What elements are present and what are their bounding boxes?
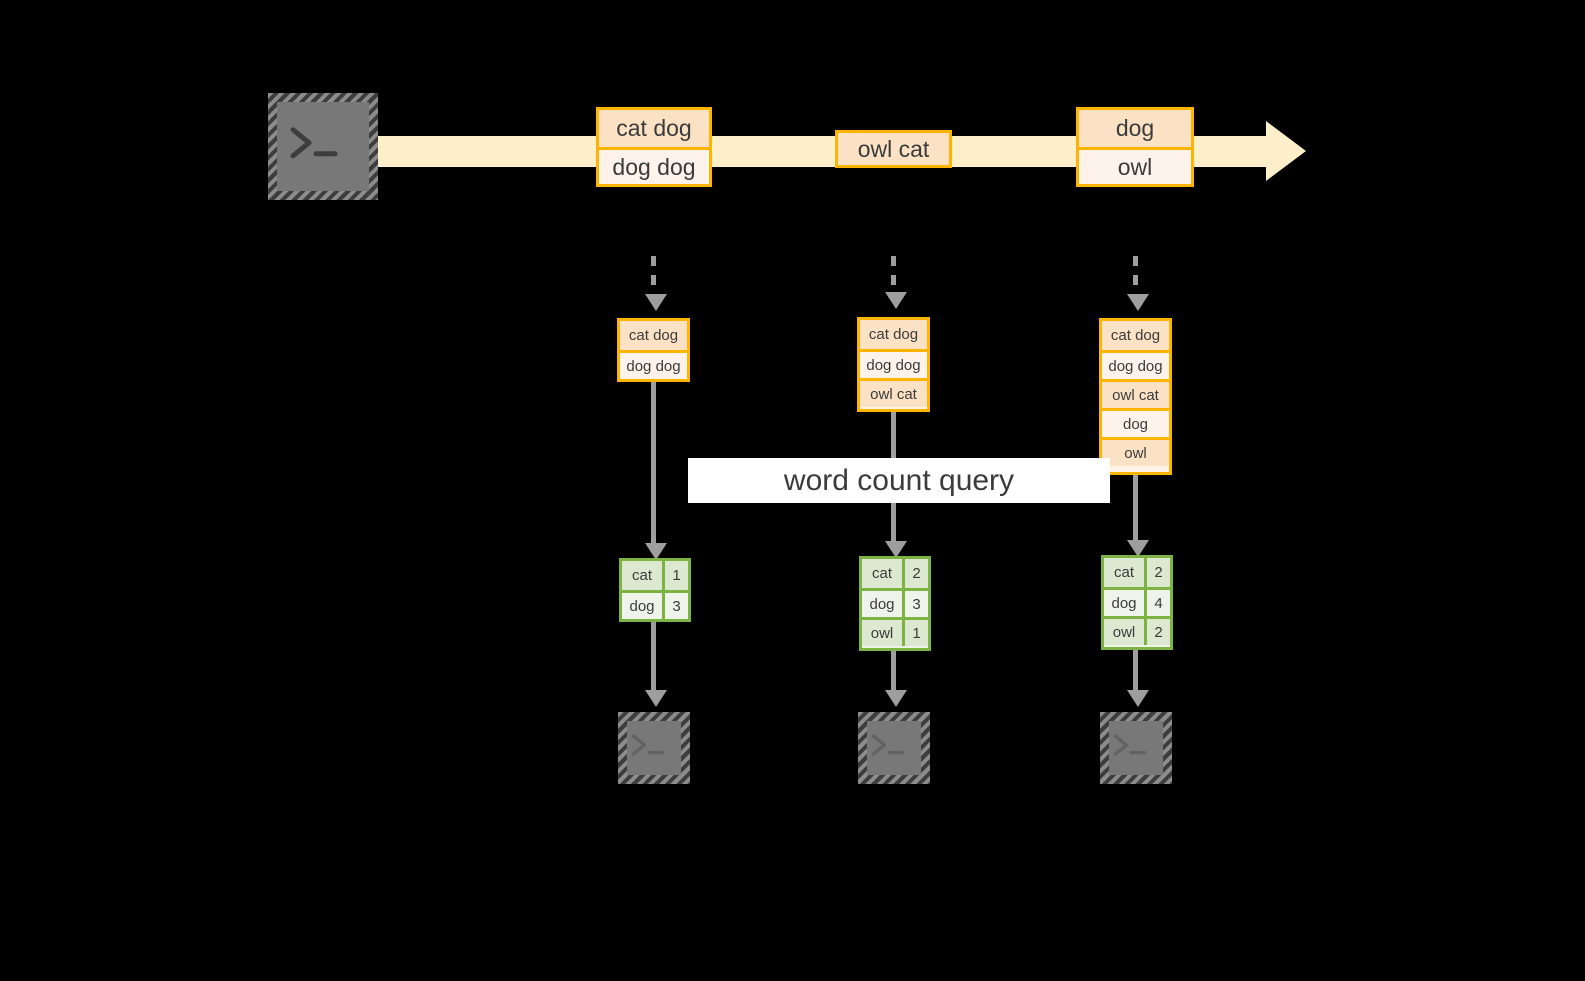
ingest-connector-2 [891,256,896,293]
result-word: owl [1104,619,1147,645]
result-count: 3 [905,591,928,617]
terminal-screen [1109,721,1163,775]
batch-input-line: owl cat [860,378,927,407]
stream-record-1[interactable]: cat dog dog dog [596,107,712,187]
result-word: dog [862,591,905,617]
query-connector-arrowhead-2 [885,541,907,558]
terminal-screen [627,721,681,775]
result-word: cat [1104,558,1147,587]
batch-input-line: dog dog [1102,350,1169,379]
batch-input-line: cat dog [1102,321,1169,350]
sink-connector-1 [651,622,656,694]
ingest-connector-1 [651,256,656,295]
batch-result-3[interactable]: cat 2 dog 4 owl 2 [1101,555,1173,650]
query-label: word count query [688,458,1110,503]
batch-input-line: dog [1102,408,1169,437]
terminal-screen [277,102,369,191]
query-connector-arrowhead-3 [1127,540,1149,557]
result-count: 2 [1147,558,1170,587]
stream-record-3[interactable]: dog owl [1076,107,1194,187]
result-row: cat 1 [622,561,688,590]
batch-input-line: owl [1102,437,1169,466]
batch-input-3[interactable]: cat dog dog dog owl cat dog owl [1099,318,1172,475]
query-connector-1 [651,382,656,549]
sink-connector-arrowhead-3 [1127,690,1149,707]
query-connector-arrowhead-1 [645,543,667,560]
result-count: 2 [1147,619,1170,645]
ingest-connector-arrowhead-3 [1127,294,1149,311]
sink-terminal-1[interactable] [618,712,690,784]
result-row: dog 3 [622,590,688,619]
record-line: cat dog [599,110,709,147]
sink-connector-2 [891,651,896,694]
result-count: 1 [905,620,928,646]
result-word: cat [622,561,665,590]
record-line: owl cat [838,133,949,165]
result-row: cat 2 [1104,558,1170,587]
stream-record-2[interactable]: owl cat [835,130,952,168]
record-line: dog [1079,110,1191,147]
prompt-glyph-icon [1113,734,1147,756]
batch-input-line: dog dog [620,350,687,379]
ingest-connector-arrowhead-1 [645,294,667,311]
result-word: owl [862,620,905,646]
batch-input-line: cat dog [620,321,687,350]
query-connector-3 [1133,475,1138,547]
ingest-connector-3 [1133,256,1138,295]
sink-terminal-3[interactable] [1100,712,1172,784]
result-word: cat [862,559,905,588]
result-row: cat 2 [862,559,928,588]
prompt-glyph-icon [290,126,338,158]
source-terminal-icon[interactable] [268,93,378,200]
result-row: owl 2 [1104,616,1170,645]
result-word: dog [1104,590,1147,616]
stream-arrow-head [1266,121,1306,181]
record-line: dog dog [599,147,709,184]
sink-connector-arrowhead-2 [885,690,907,707]
batch-result-1[interactable]: cat 1 dog 3 [619,558,691,622]
result-row: dog 4 [1104,587,1170,616]
prompt-glyph-icon [871,734,905,756]
result-count: 2 [905,559,928,588]
result-count: 1 [665,561,688,590]
result-row: dog 3 [862,588,928,617]
result-count: 3 [665,593,688,619]
sink-connector-arrowhead-1 [645,690,667,707]
sink-terminal-2[interactable] [858,712,930,784]
batch-input-line: owl cat [1102,379,1169,408]
sink-connector-3 [1133,650,1138,694]
result-row: owl 1 [862,617,928,646]
terminal-screen [867,721,921,775]
batch-input-line: dog dog [860,349,927,378]
batch-input-2[interactable]: cat dog dog dog owl cat [857,317,930,412]
result-word: dog [622,593,665,619]
prompt-glyph-icon [631,734,665,756]
batch-input-line: cat dog [860,320,927,349]
result-count: 4 [1147,590,1170,616]
record-line: owl [1079,147,1191,184]
batch-input-1[interactable]: cat dog dog dog [617,318,690,382]
batch-result-2[interactable]: cat 2 dog 3 owl 1 [859,556,931,651]
ingest-connector-arrowhead-2 [885,292,907,309]
